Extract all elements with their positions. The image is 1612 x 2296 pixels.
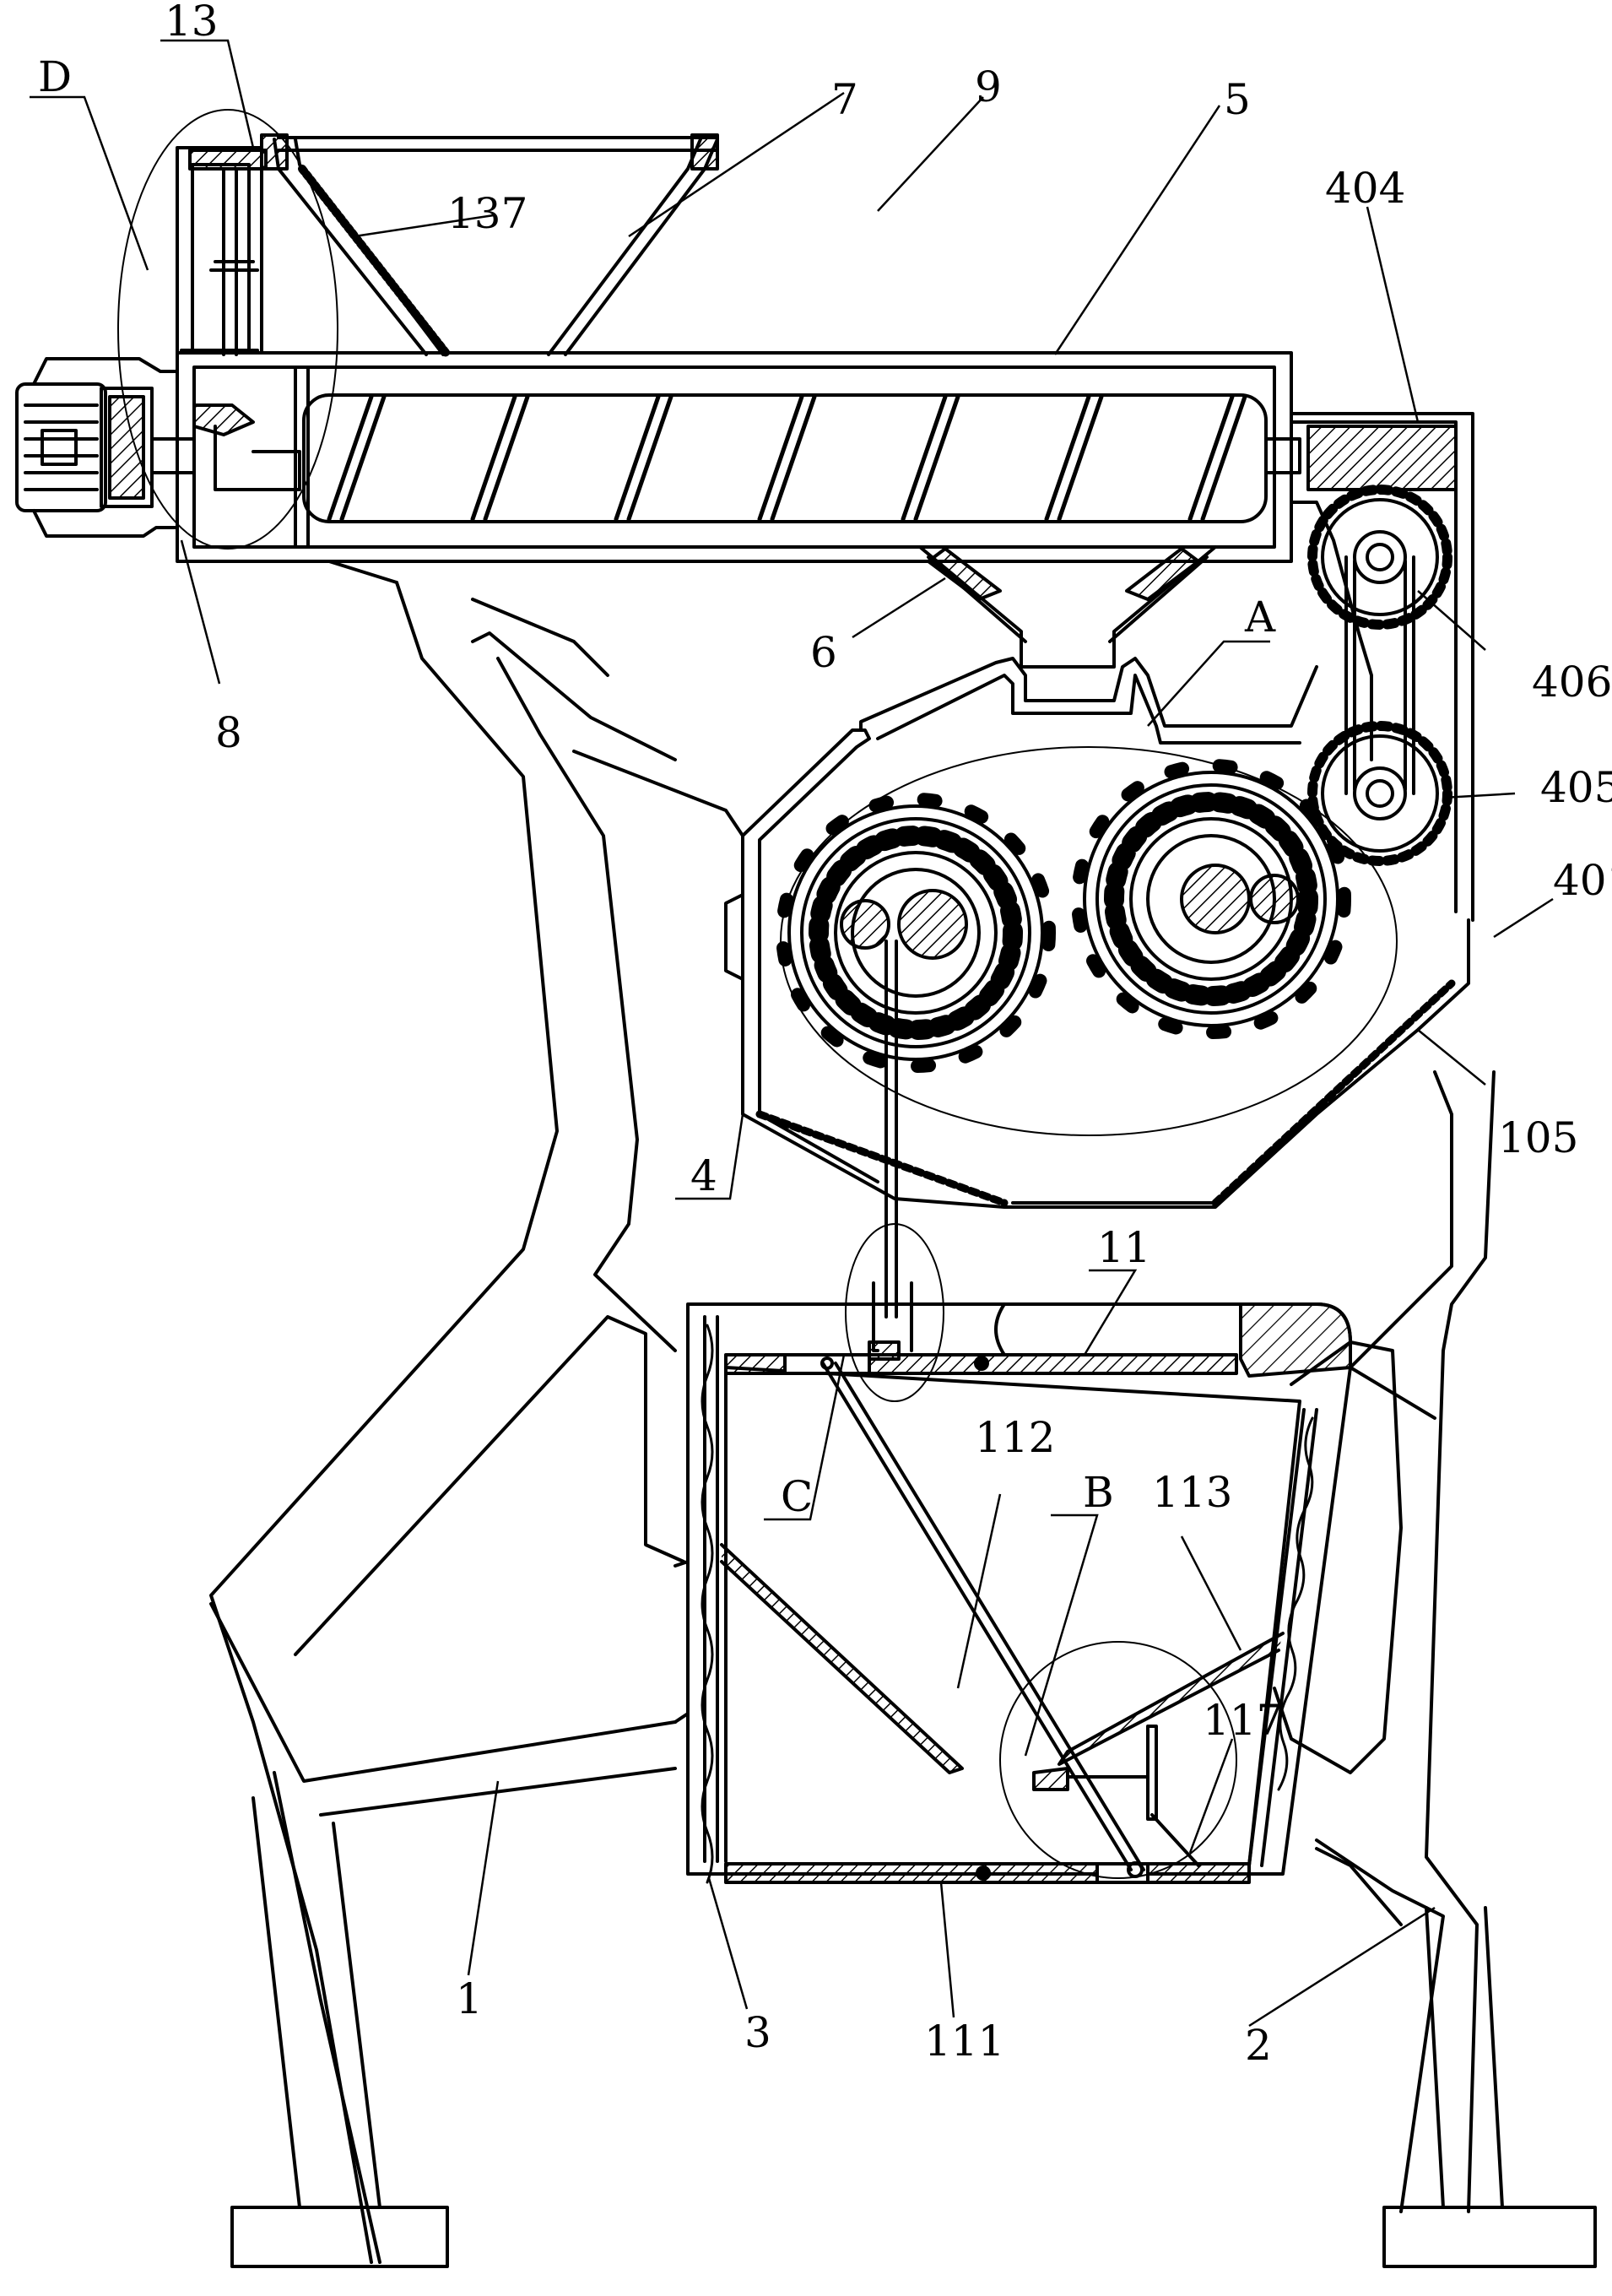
label-11: 11 (1097, 1223, 1151, 1272)
discharge-chute (918, 545, 1217, 669)
label-2: 2 (1245, 2021, 1272, 2070)
crushing-chamber (724, 657, 1470, 1209)
belt-drive (1290, 412, 1474, 922)
drive-assembly-left (15, 109, 338, 550)
label-4: 4 (690, 1151, 717, 1200)
conveyor-housing (176, 351, 1301, 563)
label-8: 8 (215, 708, 242, 757)
label-9: 9 (975, 62, 1002, 111)
roller-left (776, 793, 1056, 1073)
label-406: 406 (1532, 658, 1612, 707)
label-6: 6 (810, 628, 837, 677)
label-137: 137 (447, 189, 527, 238)
label-111: 111 (924, 2017, 1004, 2066)
label-3: 3 (744, 2008, 771, 2057)
label-401: 401 (1553, 856, 1612, 905)
screw-flights (327, 394, 1247, 522)
label-1: 1 (456, 1974, 483, 2023)
roller-right (1071, 759, 1351, 1039)
crushing-rollers (776, 759, 1351, 1319)
label-B: B (1083, 1468, 1114, 1517)
label-D: D (38, 52, 72, 101)
label-117: 117 (1203, 1696, 1283, 1745)
label-C: C (781, 1472, 813, 1521)
label-7: 7 (831, 75, 858, 124)
frame (209, 560, 1597, 2268)
leader-lines (30, 39, 1554, 2028)
label-105: 105 (1498, 1113, 1578, 1162)
label-112: 112 (975, 1413, 1055, 1462)
reference-labels: 13 D 7 9 5 404 137 8 6 A 406 405 401 105… (38, 0, 1612, 2070)
collection-bin (673, 1223, 1352, 1884)
label-405: 405 (1540, 763, 1612, 812)
label-A: A (1244, 593, 1276, 642)
label-404: 404 (1325, 164, 1405, 213)
label-5: 5 (1224, 75, 1251, 124)
label-113: 113 (1152, 1468, 1232, 1517)
label-13: 13 (165, 0, 219, 46)
